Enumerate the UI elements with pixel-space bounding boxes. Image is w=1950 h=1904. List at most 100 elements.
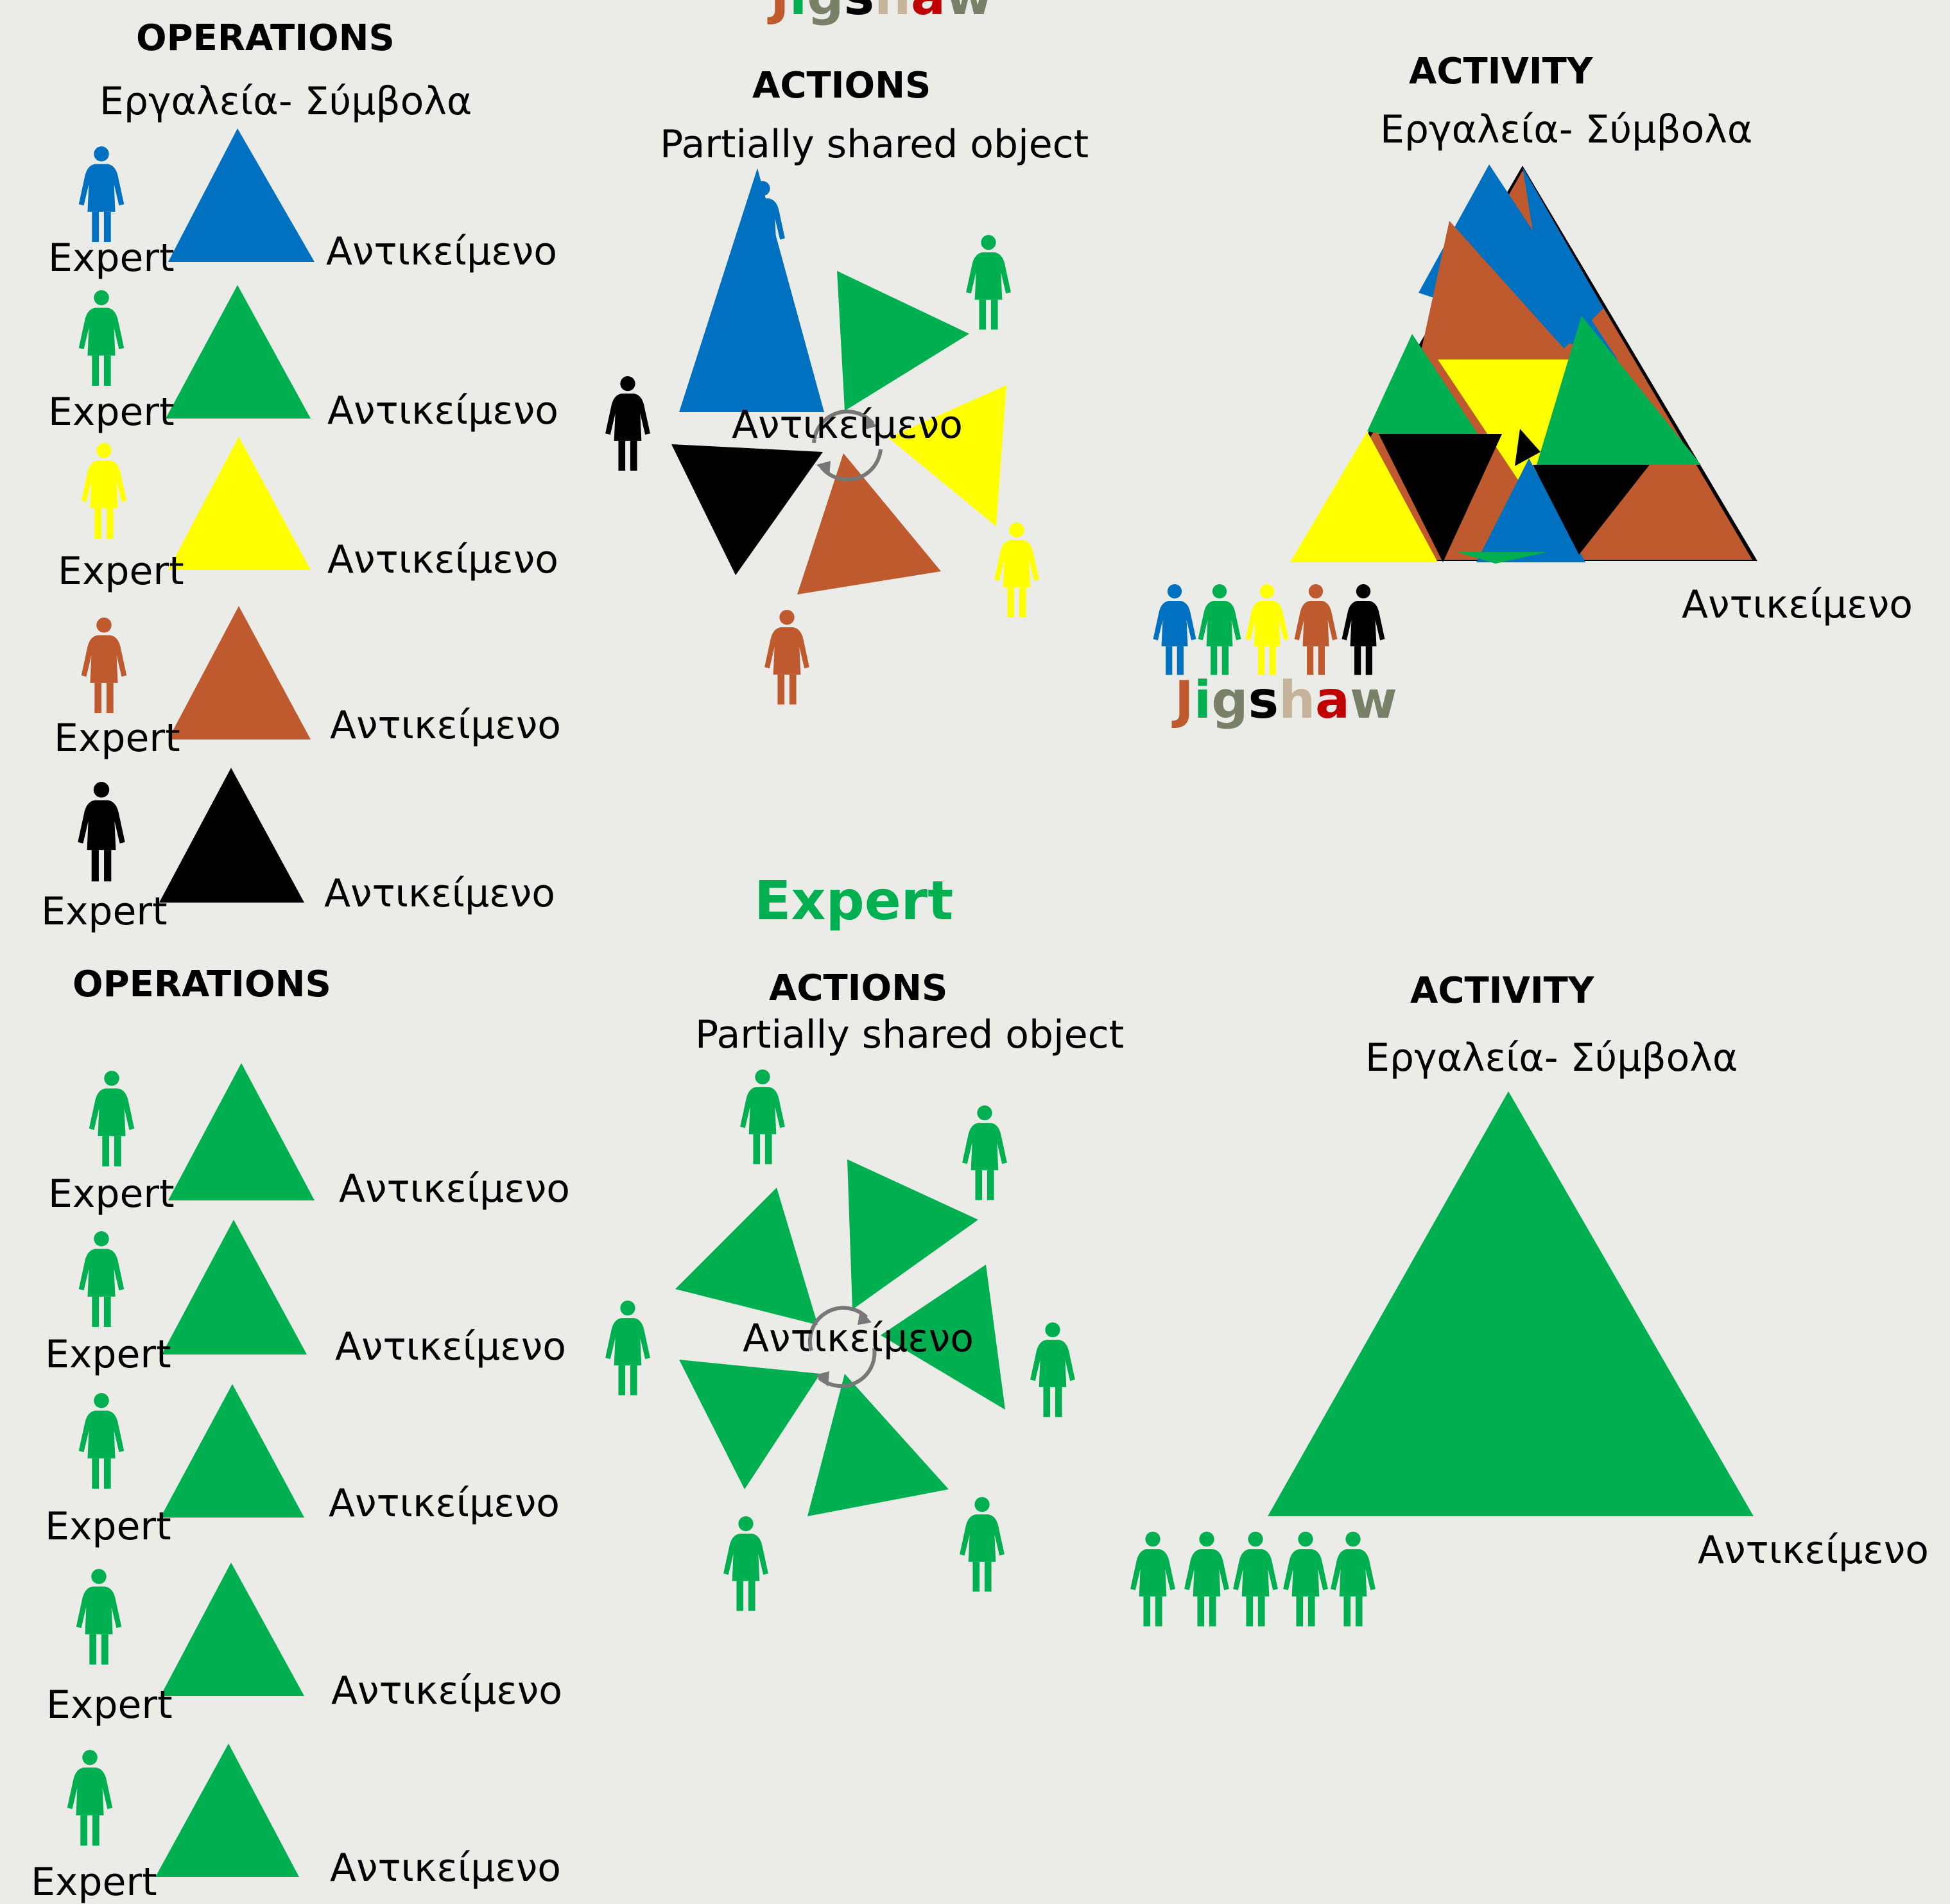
expert-activity-object-label: Αντικείμενο [1698,1528,1929,1573]
object-label: Αντικείμενο [327,388,558,433]
puzzle-piece [1420,221,1574,359]
action-triangle [837,271,969,411]
person-icon [723,1516,768,1611]
puzzle-piece [1367,334,1488,449]
jigsaw-title: Jigshaw [767,0,993,26]
expert-label: Expert [41,889,168,934]
action-triangle [797,453,941,594]
expert-person-icon [67,1750,113,1846]
object-label: Αντικείμενο [326,229,557,274]
operations-row: Expert Αντικείμενο [41,768,555,934]
team-person-icon [1342,584,1385,675]
puzzle-piece [1476,458,1585,562]
object-triangle [160,1384,304,1518]
activity-tools-label: Εργαλεία- Σύμβολα [1380,107,1752,152]
object-triangle [168,1063,315,1200]
activity-team [1153,584,1385,675]
object-triangle [160,1562,304,1696]
action-triangle [881,1265,1005,1410]
person-icon [1030,1322,1075,1417]
cycle-arrows-icon [808,1306,877,1389]
action-triangle [679,1360,820,1489]
object-triangle [159,768,304,903]
expert-label: Expert [46,1683,173,1727]
team-person-icon [1184,1532,1229,1627]
expert-person-icon [78,1393,125,1489]
expert-label: Expert [58,549,184,594]
expert-person-icon [78,782,125,882]
expert-label: Expert [45,1332,171,1377]
puzzle-piece [1537,316,1701,465]
jigsaw-team-label: Jigshaw [1171,670,1397,730]
person-icon [764,610,809,705]
team-person-icon [1233,1532,1278,1627]
action-triangle [675,1188,818,1325]
puzzle-piece [1290,431,1438,562]
object-triangle [168,606,311,740]
actions-center-label: Αντικείμενο [732,402,963,447]
person-icon [740,1069,785,1164]
activity-composite-triangle [1290,164,1757,564]
expert-label: Expert [48,1172,175,1216]
object-label: Αντικείμενο [327,537,558,582]
object-triangle [155,1744,299,1877]
expert-title: Expert [754,869,953,932]
action-triangle [888,385,1006,526]
team-person-icon [1198,584,1241,675]
object-label: Αντικείμενο [335,1324,566,1369]
operations-heading: OPERATIONS [136,17,395,59]
cycle-arrows-icon [812,410,883,482]
object-triangle [162,1220,307,1354]
expert-actions-subheading: Partially shared object [695,1012,1124,1057]
expert-label: Expert [31,1860,157,1904]
expert-activity-tools-label: Εργαλεία- Σύμβολα [1365,1035,1738,1080]
action-triangle [679,168,824,412]
puzzle-piece [1515,429,1540,466]
expert-label: Expert [45,1504,171,1549]
puzzle-piece [1438,359,1592,494]
expert-label: Expert [54,716,180,761]
expert-label: Expert [48,236,175,281]
object-triangle [166,285,311,419]
team-person-icon [1283,1532,1328,1627]
object-label: Αντικείμενο [330,703,561,748]
expert-person-icon [78,1231,125,1327]
actions-subheading: Partially shared object [660,122,1089,167]
action-triangle [807,1374,949,1516]
team-person-icon [1153,584,1196,675]
expert-activity-team [1130,1532,1376,1627]
person-icon [960,1497,1005,1592]
expert-activity-triangle [1268,1091,1754,1516]
expert-actions-center-label: Αντικείμενο [743,1316,974,1361]
object-label: Αντικείμενο [331,1668,562,1713]
actions-heading: ACTIONS [752,65,931,107]
object-triangle [168,128,315,262]
operations-row: Expert Αντικείμενο [54,606,561,761]
action-triangle [847,1159,978,1310]
expert-person-icon [89,1071,135,1166]
person-icon [966,235,1011,330]
expert-activity-heading: ACTIVITY [1410,970,1595,1012]
expert-operations-row: Expert Αντικείμενο [45,1220,566,1377]
actions-pinwheel [605,168,1039,705]
person-icon [605,1301,650,1396]
puzzle-piece [1379,434,1502,562]
activity-heading: ACTIVITY [1409,51,1594,92]
operations-row: Expert Αντικείμενο [48,128,557,281]
team-person-icon [1331,1532,1376,1627]
expert-person-icon [78,290,125,386]
expert-actions-pinwheel [605,1069,1075,1611]
object-label: Αντικείμενο [339,1166,570,1211]
team-person-icon [1130,1532,1175,1627]
expert-actions-heading: ACTIONS [769,967,947,1009]
puzzle-piece [1523,167,1603,359]
puzzle-piece [1457,552,1547,564]
object-label: Αντικείμενο [324,871,555,916]
expert-operations-heading: OPERATIONS [73,964,331,1005]
